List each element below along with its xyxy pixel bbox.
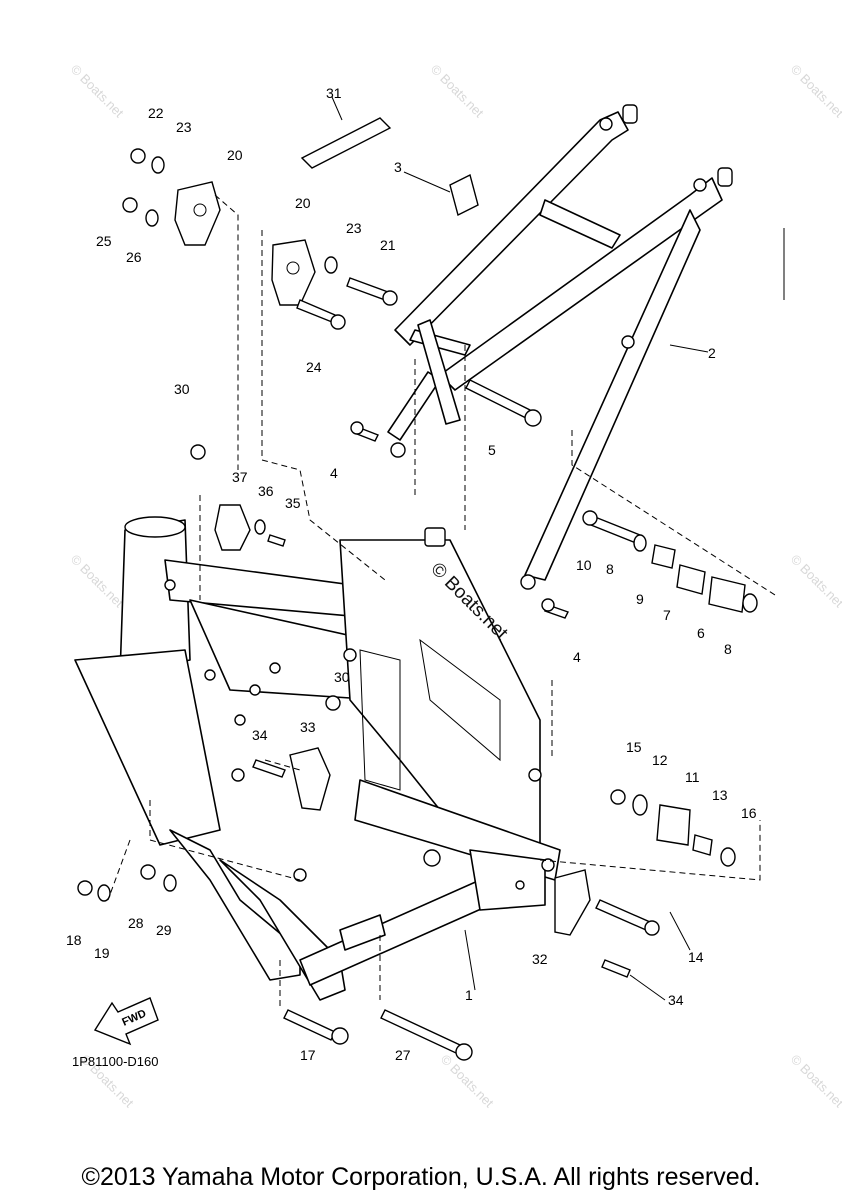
callout-12: 12	[652, 752, 668, 768]
callout-13: 13	[712, 787, 728, 803]
callout-24: 24	[306, 359, 322, 375]
callout-27: 27	[395, 1047, 411, 1063]
callout-7: 7	[663, 607, 671, 623]
copyright-notice: ©2013 Yamaha Motor Corporation, U.S.A. A…	[81, 1163, 761, 1191]
callout-26: 26	[126, 249, 142, 265]
leader-lines	[107, 96, 776, 1010]
watermark: © Boats.net	[68, 62, 127, 121]
callout-30b: 30	[334, 669, 350, 685]
callout-20: 20	[227, 147, 243, 163]
watermark: © Boats.net	[788, 1052, 842, 1111]
watermark: © Boats.net	[438, 1052, 497, 1111]
callout-23b: 23	[346, 220, 362, 236]
callout-23: 23	[176, 119, 192, 135]
callout-34: 34	[252, 727, 268, 743]
callout-37: 37	[232, 469, 248, 485]
callout-4: 4	[330, 465, 338, 481]
callout-21: 21	[380, 237, 396, 253]
callout-14: 14	[688, 949, 704, 965]
callout-16: 16	[741, 805, 757, 821]
callout-8b: 8	[724, 641, 732, 657]
callout-9: 9	[636, 591, 644, 607]
callout-1: 1	[465, 987, 473, 1003]
callout-22: 22	[148, 105, 164, 121]
callout-35: 35	[285, 495, 301, 511]
callout-36: 36	[258, 483, 274, 499]
callout-30: 30	[174, 381, 190, 397]
callout-20b: 20	[295, 195, 311, 211]
callouts: 1 2 3 4 4 5 6 7 8 8 9 10 11 12 13 14 15 …	[66, 85, 757, 1063]
callout-15: 15	[626, 739, 642, 755]
hardware	[77, 117, 758, 1061]
callout-8: 8	[606, 561, 614, 577]
callout-25: 25	[96, 233, 112, 249]
diagram-code: 1P81100-D160	[72, 1054, 159, 1069]
callout-17: 17	[300, 1047, 316, 1063]
callout-5: 5	[488, 442, 496, 458]
callout-2: 2	[708, 345, 716, 361]
watermark: © Boats.net	[428, 62, 487, 121]
callout-19: 19	[94, 945, 110, 961]
watermark: © Boats.net	[788, 552, 842, 611]
callout-4b: 4	[573, 649, 581, 665]
callout-32: 32	[532, 951, 548, 967]
callout-29: 29	[156, 922, 172, 938]
callout-10: 10	[576, 557, 592, 573]
watermark: © Boats.net	[788, 62, 842, 121]
callout-11: 11	[685, 769, 700, 785]
callout-33: 33	[300, 719, 316, 735]
callout-34b: 34	[668, 992, 684, 1008]
main-frame	[74, 516, 561, 1001]
fwd-arrow: FWD	[93, 997, 159, 1046]
callout-18: 18	[66, 932, 82, 948]
callout-31: 31	[326, 85, 342, 101]
callout-3: 3	[394, 159, 402, 175]
watermark: © Boats.net	[68, 552, 127, 611]
callout-6: 6	[697, 625, 705, 641]
rear-frame	[387, 104, 733, 590]
callout-28: 28	[128, 915, 144, 931]
